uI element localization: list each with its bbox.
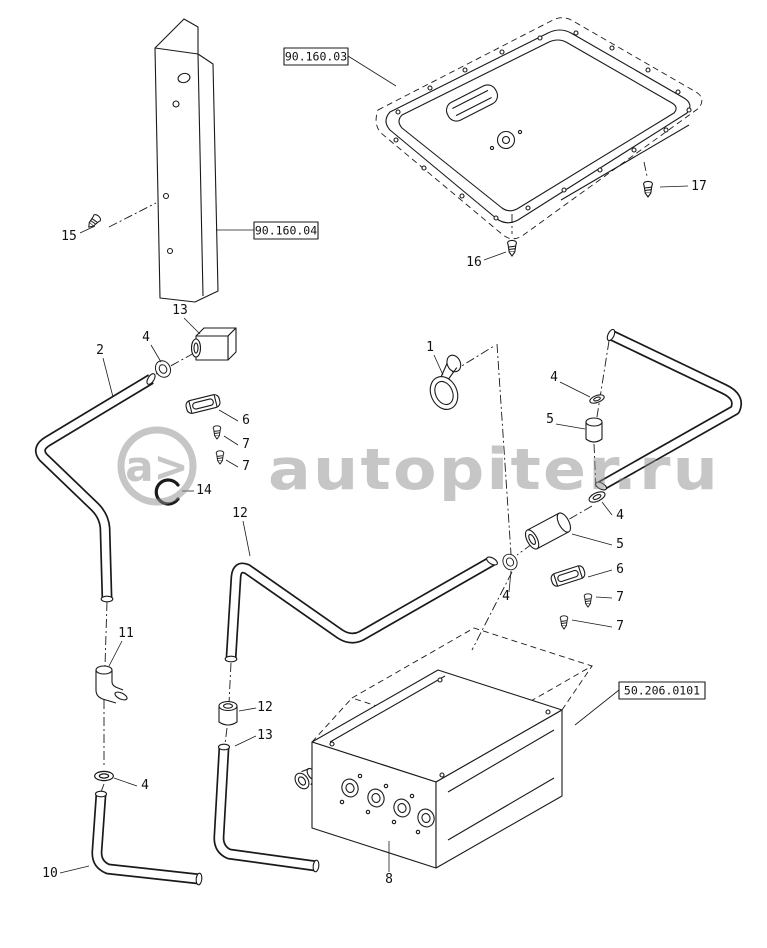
callout-4-e: 4 xyxy=(141,778,149,793)
left-tube-assembly xyxy=(34,327,237,603)
o-ring-icon xyxy=(589,394,605,404)
callout-11: 11 xyxy=(118,626,134,641)
callout-1: 1 xyxy=(426,340,434,355)
ref-box-90-160-04[interactable]: 90.160.04 xyxy=(216,221,319,240)
watermark-logo-text: a> xyxy=(125,442,189,491)
callout-13-top: 13 xyxy=(172,303,188,318)
callout-5-b: 5 xyxy=(616,537,624,552)
screw-7-icon xyxy=(215,450,225,465)
ref-label: 90.160.04 xyxy=(255,224,317,238)
callout-7-c: 7 xyxy=(616,590,624,605)
screw-17-icon xyxy=(642,180,654,198)
callout-4-b: 4 xyxy=(550,370,558,385)
elbow-11 xyxy=(95,665,128,704)
callout-4-c: 4 xyxy=(616,508,624,523)
callout-6-b: 6 xyxy=(616,562,624,577)
reference-boxes: 90.160.03 90.160.04 50.206.0101 xyxy=(216,47,706,726)
callout-labels: 15 16 17 13 4 2 6 7 7 14 1 4 5 4 5 6 7 7… xyxy=(42,179,707,887)
o-ring-icon xyxy=(151,357,175,381)
watermark-logo-icon xyxy=(117,426,197,506)
mounting-post xyxy=(85,18,219,303)
ref-label: 90.160.03 xyxy=(285,50,347,64)
middle-tube-assembly xyxy=(224,551,521,663)
clamp-6-icon xyxy=(549,564,587,588)
unit-ports xyxy=(339,773,435,835)
callout-4-a: 4 xyxy=(142,330,150,345)
callout-12-b: 12 xyxy=(257,700,273,715)
callout-17: 17 xyxy=(691,179,707,194)
screw-15-icon xyxy=(85,212,103,231)
cover-panel xyxy=(375,17,703,257)
callout-10: 10 xyxy=(42,866,58,881)
screw-7-icon xyxy=(559,615,569,630)
screw-7-icon xyxy=(212,425,222,440)
watermark-text: autopiter.ru xyxy=(268,437,720,503)
sleeve-5 xyxy=(585,417,603,443)
callout-13-bottom: 13 xyxy=(257,728,273,743)
callout-6-a: 6 xyxy=(242,413,250,428)
callout-7-d: 7 xyxy=(616,619,624,634)
panel-screw-holes xyxy=(393,30,692,221)
callout-14: 14 xyxy=(196,483,212,498)
ref-label: 50.206.0101 xyxy=(624,684,700,698)
lower-left-assembly xyxy=(91,601,203,886)
right-tube-assembly xyxy=(516,328,743,630)
clamp-6-icon xyxy=(184,393,222,415)
callout-2: 2 xyxy=(96,343,104,358)
watermark: a> autopiter.ru xyxy=(117,426,720,506)
o-ring-icon xyxy=(94,770,114,782)
callout-16: 16 xyxy=(466,255,482,270)
sleeve-12 xyxy=(218,700,238,726)
sleeve-5-long xyxy=(524,512,572,550)
callout-4-d: 4 xyxy=(502,589,510,604)
drain-fitting-1 xyxy=(429,343,512,555)
callout-12-a: 12 xyxy=(232,506,248,521)
callout-5-a: 5 xyxy=(546,412,554,427)
callout-7-b: 7 xyxy=(242,459,250,474)
callout-15: 15 xyxy=(61,229,77,244)
screw-16-icon xyxy=(506,239,518,257)
screw-7-icon xyxy=(583,593,593,608)
hvac-unit xyxy=(311,627,594,869)
ref-box-90-160-03[interactable]: 90.160.03 xyxy=(283,47,397,87)
callout-8: 8 xyxy=(385,872,393,887)
panel-vent xyxy=(445,84,499,122)
coupler-13 xyxy=(190,327,237,361)
ref-box-50-206-0101[interactable]: 50.206.0101 xyxy=(574,681,706,726)
callout-7-a: 7 xyxy=(242,437,250,452)
